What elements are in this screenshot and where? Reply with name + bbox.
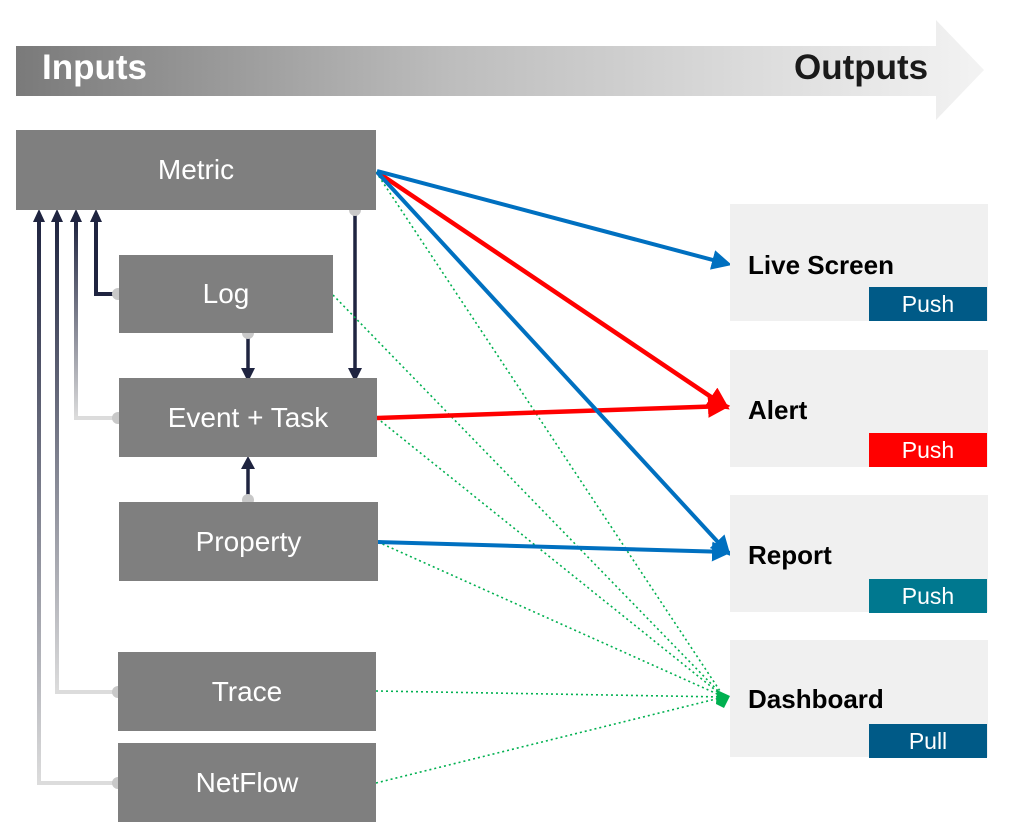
event-task-connector	[74, 220, 118, 420]
input-log: Log	[119, 255, 333, 333]
input-metric: Metric	[16, 130, 376, 210]
inputs-outputs-banner-arrow	[16, 20, 984, 120]
input-trace: Trace	[118, 652, 376, 731]
output-live-screen: Live Screen Push	[730, 204, 988, 321]
inputs-label: Inputs	[42, 48, 147, 87]
dashboard-title: Dashboard	[748, 684, 884, 714]
input-property: Property	[119, 502, 378, 581]
trace-connector	[55, 220, 118, 694]
live-screen-title: Live Screen	[748, 250, 894, 280]
blue-push-lines	[375, 169, 732, 562]
netflow-connector	[37, 220, 118, 785]
report-badge: Push	[869, 579, 987, 613]
internal-arrow-heads	[241, 368, 362, 469]
dashboard-arrowhead	[716, 690, 730, 708]
left-connectors	[37, 220, 118, 785]
dashboard-pull-lines	[332, 171, 725, 784]
output-report: Report Push	[730, 495, 988, 613]
dashboard-badge: Pull	[869, 724, 987, 758]
report-title: Report	[748, 540, 832, 570]
output-dashboard: Dashboard Pull	[730, 640, 988, 758]
alert-push-lines	[375, 170, 731, 421]
internal-arrow-dots	[242, 204, 361, 506]
left-connector-heads	[33, 209, 102, 222]
input-event-task: Event + Task	[119, 378, 377, 457]
input-netflow: NetFlow	[118, 743, 376, 822]
log-connector	[94, 220, 118, 296]
alert-title: Alert	[748, 395, 808, 425]
alert-badge: Push	[869, 433, 987, 467]
live-screen-badge: Push	[869, 287, 987, 321]
outputs-label: Outputs	[794, 48, 929, 87]
output-alert: Alert Push	[730, 350, 988, 467]
